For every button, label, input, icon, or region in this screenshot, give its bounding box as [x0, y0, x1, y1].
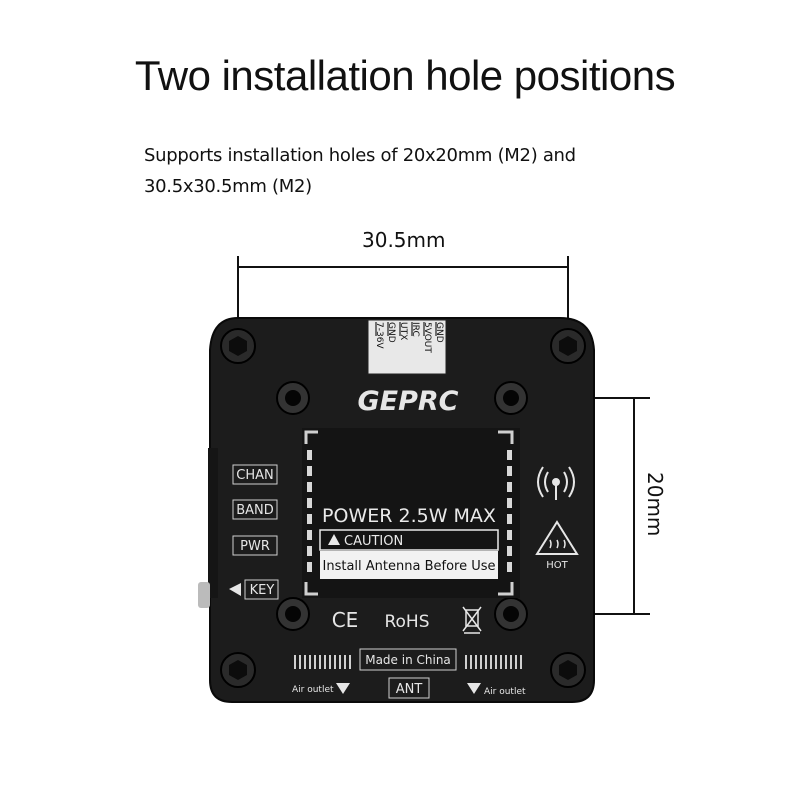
pin-header: GND 5VOUT IRC UTX GND 7-36V — [367, 319, 447, 375]
hex-screw-icon — [220, 328, 256, 364]
made-in-label: Made in China — [365, 653, 451, 667]
mount-holes-30-5 — [220, 328, 586, 688]
pwr-label: PWR — [240, 539, 270, 554]
hex-screw-icon — [220, 652, 256, 688]
control-labels: CHAN BAND PWR KEY — [229, 464, 279, 600]
band-label: BAND — [236, 503, 274, 518]
caution-text: Install Antenna Before Use — [323, 559, 496, 574]
pin-label-2: 5VOUT — [422, 322, 432, 353]
dimension-label-vertical: 20mm — [643, 472, 667, 536]
caution-label: CAUTION — [344, 534, 403, 549]
mount-hole-icon — [494, 597, 528, 631]
brand-logo: GEPRC — [358, 386, 459, 417]
warning-icon — [328, 534, 340, 545]
mount-holes-20 — [276, 381, 528, 631]
hex-screw-icon — [550, 652, 586, 688]
rohs-mark: RoHS — [384, 612, 429, 632]
mount-hole-icon — [276, 597, 310, 631]
stripe-marks-right — [507, 450, 512, 572]
chan-label: CHAN — [236, 468, 273, 483]
hot-warning-icon: HOT — [535, 520, 579, 571]
antenna-signal-icon — [537, 466, 575, 500]
arrow-down-icon — [467, 683, 481, 694]
label-panel: POWER 2.5W MAX CAUTION Install Antenna B… — [302, 428, 520, 598]
pin-label-6: 7-36V — [374, 322, 384, 349]
hot-label: HOT — [546, 560, 568, 571]
key-label: KEY — [250, 583, 275, 598]
arrow-down-icon — [336, 683, 350, 694]
arrow-left-icon — [229, 583, 241, 596]
power-rating: POWER 2.5W MAX — [322, 505, 496, 527]
air-outlet-left-label: Air outlet — [292, 685, 334, 695]
air-outlet-right-label: Air outlet — [484, 687, 526, 697]
pin-label-1: GND — [434, 322, 444, 343]
pin-label-3: IRC — [410, 322, 420, 337]
mount-hole-icon — [494, 381, 528, 415]
stripe-marks-left — [307, 450, 312, 572]
ant-label: ANT — [396, 682, 423, 697]
description-line-1: Supports installation holes of 20x20mm (… — [144, 145, 576, 166]
dimension-label-horizontal: 30.5mm — [362, 228, 446, 252]
vent-left — [294, 655, 351, 669]
description: Supports installation holes of 20x20mm (… — [144, 140, 664, 202]
weee-bin-icon — [462, 606, 482, 634]
ce-mark: CE — [332, 608, 359, 632]
pin-label-5: GND — [386, 322, 396, 343]
page-title: Two installation hole positions — [134, 52, 676, 99]
vent-right — [465, 655, 522, 669]
description-line-2: 30.5x30.5mm (M2) — [144, 176, 312, 197]
hex-screw-icon — [550, 328, 586, 364]
side-button — [198, 582, 210, 608]
mount-hole-icon — [276, 381, 310, 415]
pin-label-4: UTX — [398, 322, 408, 340]
